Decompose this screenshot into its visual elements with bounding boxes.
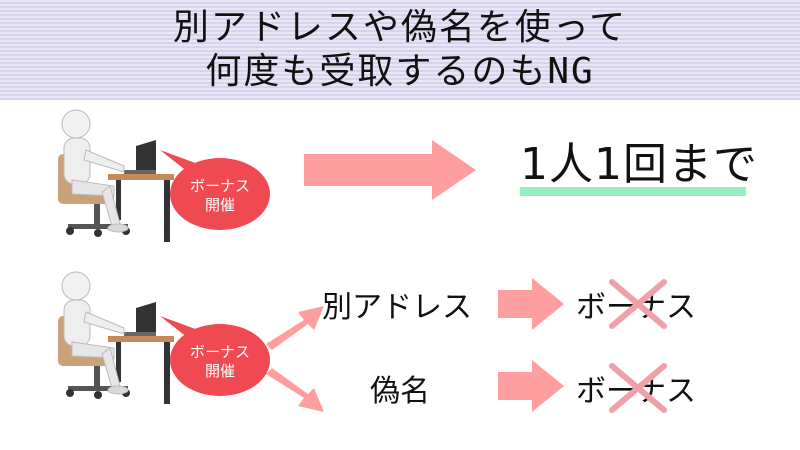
result-text: 1人1回まで	[520, 139, 758, 190]
result-highlight	[520, 187, 746, 196]
arrow-diagonal-down	[266, 368, 324, 412]
alias-label: 偽名	[370, 374, 430, 409]
arrow-diagonal-up	[266, 306, 324, 350]
bubble-text-bottom: ボーナス 開催	[189, 343, 250, 380]
speech-bubble-bottom	[160, 316, 270, 396]
speech-bubble-top	[160, 150, 270, 230]
title-line-2: 何度も受取するのもNG	[205, 51, 595, 92]
alt-address-label: 別アドレス	[322, 290, 472, 325]
title-banner	[0, 0, 800, 100]
limit-result: 1人1回まで	[520, 139, 758, 196]
person-at-desk-illustration-bottom	[58, 271, 174, 404]
page-title: 別アドレスや偽名を使って 何度も受取するのもNG	[0, 6, 800, 94]
arrow-right-small-2	[498, 360, 564, 412]
cross-mark-icon	[609, 363, 667, 413]
bubble-text-top: ボーナス 開催	[189, 177, 250, 214]
cross-mark-icon	[609, 279, 667, 329]
arrow-right-large	[304, 140, 476, 200]
title-line-1: 別アドレスや偽名を使って	[172, 7, 628, 48]
arrow-right-small-1	[498, 278, 564, 330]
person-at-desk-illustration-top	[58, 109, 174, 242]
